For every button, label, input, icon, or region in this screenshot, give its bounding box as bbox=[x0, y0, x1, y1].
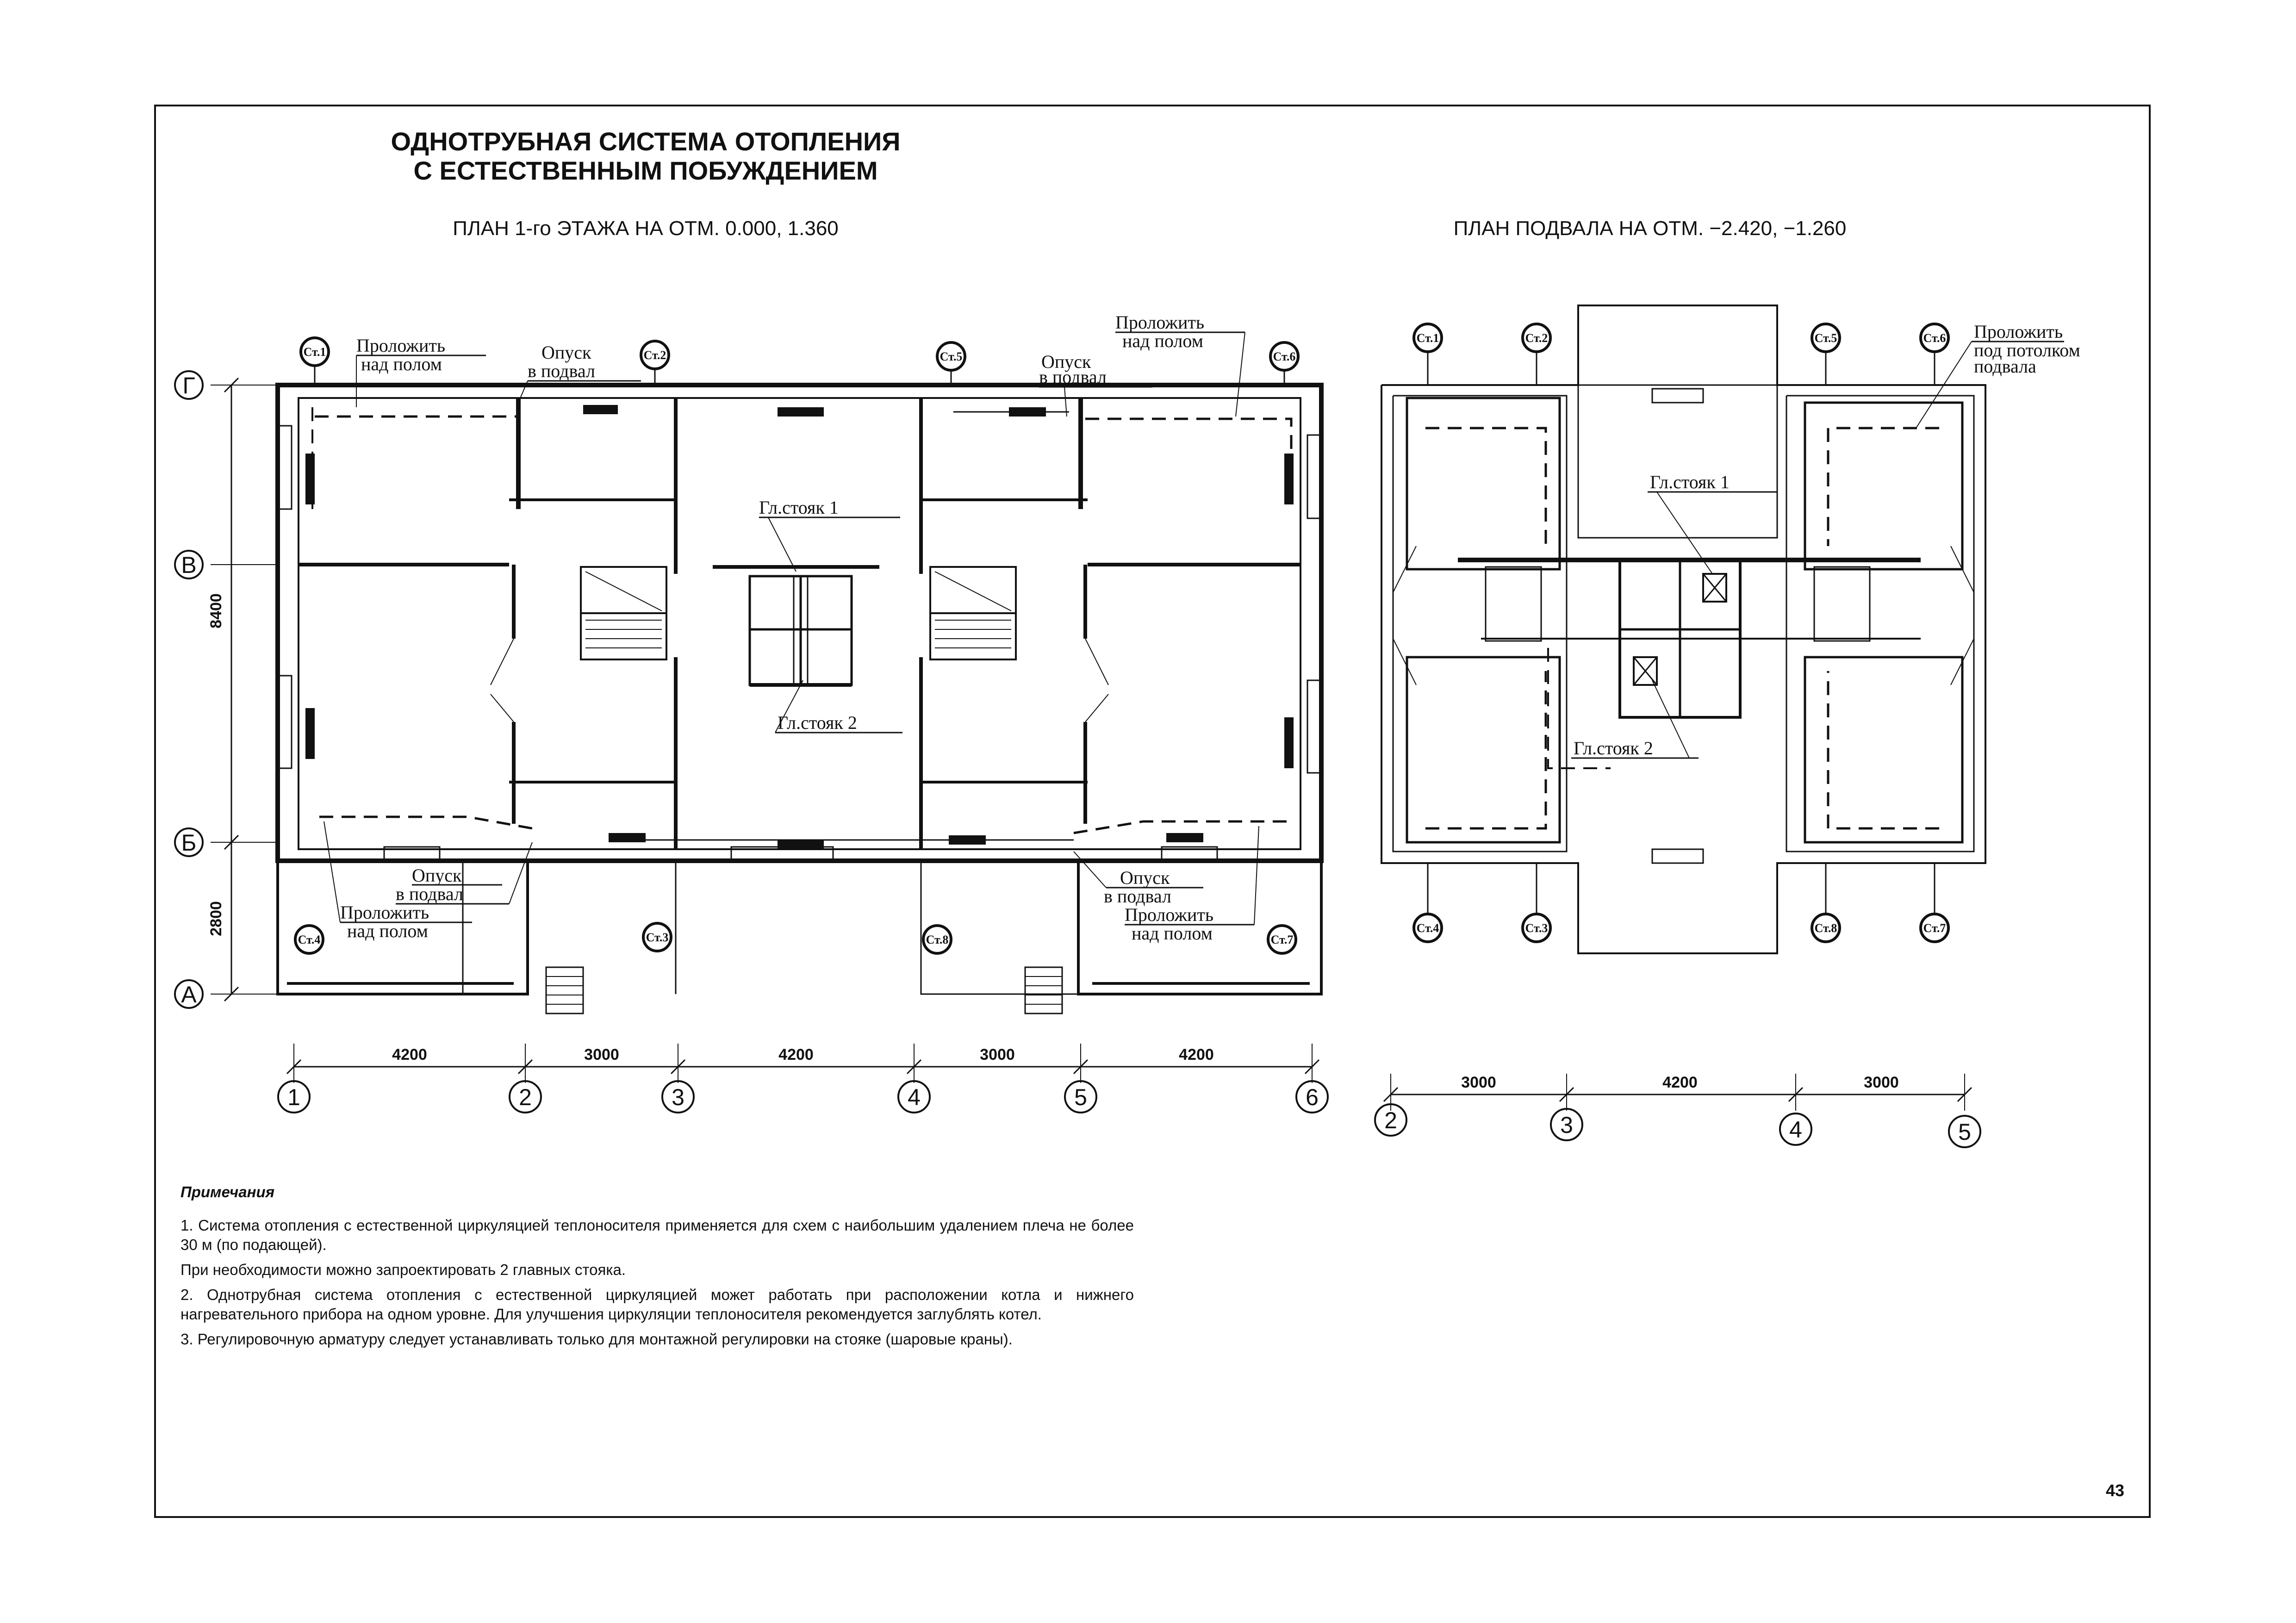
plan1-dim-5: 4200 bbox=[1179, 1046, 1214, 1063]
axis-bubble-a bbox=[174, 979, 204, 1009]
svg-text:Гл.стояк 2: Гл.стояк 2 bbox=[1574, 738, 1653, 759]
svg-text:Гл.стояк 1: Гл.стояк 1 bbox=[759, 497, 839, 518]
title-line-1: ОДНОТРУБНАЯ СИСТЕМА ОТОПЛЕНИЯ bbox=[391, 127, 900, 156]
plan1-axis-numbers: 1 2 3 4 5 6 bbox=[277, 1080, 1329, 1113]
notes-block: Примечания 1. Система отопления с естест… bbox=[180, 1182, 1134, 1355]
svg-text:3: 3 bbox=[1560, 1112, 1573, 1138]
svg-text:2: 2 bbox=[1384, 1107, 1397, 1133]
svg-text:над полом: над полом bbox=[361, 354, 442, 374]
plan1-annotations: Проложить над полом Опуск в подвал Проло… bbox=[324, 312, 1259, 944]
svg-text:В: В bbox=[181, 552, 196, 578]
svg-text:над полом: над полом bbox=[347, 920, 428, 941]
axis-bubble-v bbox=[174, 550, 204, 579]
svg-text:Проложить: Проложить bbox=[1125, 904, 1213, 925]
svg-text:Ст.7: Ст.7 bbox=[1923, 921, 1946, 935]
svg-text:Ст.4: Ст.4 bbox=[298, 933, 321, 946]
plan1-dim-1: 4200 bbox=[392, 1046, 427, 1063]
svg-text:Опуск: Опуск bbox=[1041, 351, 1091, 372]
plan2-riser-bubbles: Ст.1 Ст.2 Ст.5 Ст.6 Ст.4 Ст.3 Ст.8 Ст.7 bbox=[1412, 323, 1950, 943]
svg-text:Проложить: Проложить bbox=[340, 902, 429, 923]
plan1-dim-3: 4200 bbox=[778, 1046, 814, 1063]
svg-text:А: А bbox=[181, 982, 197, 1007]
plan1-vertical-dimensions bbox=[211, 377, 278, 1002]
plan2-drawing bbox=[1381, 305, 1986, 954]
plan1-horizontal-dimensions bbox=[286, 1044, 1320, 1083]
svg-text:под потолком: под потолком bbox=[1974, 340, 2080, 361]
svg-text:Опуск: Опуск bbox=[1120, 867, 1170, 888]
plan2-dim-3: 3000 bbox=[1864, 1074, 1899, 1091]
svg-text:Проложить: Проложить bbox=[1974, 321, 2063, 342]
svg-text:Б: Б bbox=[181, 830, 197, 856]
svg-text:Ст.4: Ст.4 bbox=[1417, 921, 1439, 935]
svg-text:4: 4 bbox=[908, 1084, 921, 1110]
svg-text:Ст.2: Ст.2 bbox=[1525, 331, 1548, 345]
svg-text:в подвал: в подвал bbox=[1104, 886, 1171, 907]
svg-text:в подвал: в подвал bbox=[1039, 367, 1107, 387]
plan1-dim-2: 3000 bbox=[584, 1046, 619, 1063]
svg-text:Проложить: Проложить bbox=[356, 335, 445, 356]
notes-header: Примечания bbox=[180, 1183, 275, 1200]
plan1-dim-2800: 2800 bbox=[207, 901, 225, 936]
svg-text:над полом: над полом bbox=[1132, 923, 1213, 944]
plan1-dim-4: 3000 bbox=[980, 1046, 1015, 1063]
svg-text:Ст.2: Ст.2 bbox=[644, 348, 666, 362]
plan1-riser-bubbles: Ст.1 Ст.2 Ст.5 Ст.6 Ст.4 Ст.3 Ст.8 Ст.7 bbox=[294, 336, 1300, 955]
svg-text:4: 4 bbox=[1789, 1117, 1802, 1143]
svg-text:подвала: подвала bbox=[1974, 356, 2036, 377]
svg-text:в подвал: в подвал bbox=[396, 883, 463, 904]
plan2-axis-numbers: 2 3 4 5 bbox=[1374, 1103, 1981, 1148]
note-3: 3. Регулировочную арматуру следует устан… bbox=[180, 1331, 1013, 1348]
svg-text:Ст.6: Ст.6 bbox=[1273, 350, 1296, 363]
svg-text:Ст.6: Ст.6 bbox=[1923, 331, 1946, 345]
plan1-drawing bbox=[275, 383, 1324, 1014]
plan2-annotations: Проложить под потолком подвала Гл.стояк … bbox=[1571, 321, 2080, 759]
plan1-dim-8400: 8400 bbox=[207, 593, 225, 628]
plan1-axis-letters: Г В Б А bbox=[174, 370, 204, 1009]
svg-text:Опуск: Опуск bbox=[412, 865, 462, 886]
svg-text:Ст.5: Ст.5 bbox=[1815, 331, 1837, 345]
note-2: 2. Однотрубная система отопления с естес… bbox=[180, 1286, 1134, 1323]
page-number: 43 bbox=[2106, 1481, 2125, 1500]
svg-text:Ст.1: Ст.1 bbox=[1417, 331, 1439, 345]
plan2-caption: ПЛАН ПОДВАЛА НА ОТМ. −2.420, −1.260 bbox=[1454, 217, 1847, 240]
note-1b: При необходимости можно запроектировать … bbox=[180, 1261, 626, 1278]
svg-text:6: 6 bbox=[1306, 1084, 1319, 1110]
svg-text:3: 3 bbox=[672, 1084, 684, 1110]
svg-text:Ст.8: Ст.8 bbox=[1815, 921, 1837, 935]
svg-text:Г: Г bbox=[182, 373, 195, 398]
svg-text:Проложить: Проложить bbox=[1115, 312, 1204, 333]
sheet-frame bbox=[154, 105, 2151, 1518]
svg-text:Ст.3: Ст.3 bbox=[1525, 921, 1548, 935]
svg-text:5: 5 bbox=[1074, 1084, 1087, 1110]
svg-text:над полом: над полом bbox=[1122, 330, 1203, 351]
plan2-dim-2: 4200 bbox=[1662, 1074, 1698, 1091]
svg-text:2: 2 bbox=[519, 1084, 532, 1110]
svg-text:Ст.3: Ст.3 bbox=[646, 931, 669, 944]
title-line-2: С ЕСТЕСТВЕННЫМ ПОБУЖДЕНИЕМ bbox=[414, 156, 878, 185]
plan2-dim-1: 3000 bbox=[1461, 1074, 1496, 1091]
axis-bubble-g bbox=[174, 370, 204, 400]
svg-text:в подвал: в подвал bbox=[528, 361, 595, 381]
svg-text:Ст.5: Ст.5 bbox=[940, 350, 963, 363]
svg-text:1: 1 bbox=[287, 1084, 300, 1110]
svg-text:Опуск: Опуск bbox=[541, 342, 591, 363]
plan1-caption: ПЛАН 1-го ЭТАЖА НА ОТМ. 0.000, 1.360 bbox=[453, 217, 839, 240]
svg-text:Ст.7: Ст.7 bbox=[1271, 933, 1294, 946]
plan2-horizontal-dimensions bbox=[1383, 1074, 1972, 1111]
svg-text:5: 5 bbox=[1958, 1119, 1971, 1145]
svg-text:Гл.стояк 1: Гл.стояк 1 bbox=[1650, 472, 1730, 492]
svg-text:Ст.8: Ст.8 bbox=[926, 933, 949, 946]
svg-text:Ст.1: Ст.1 bbox=[304, 345, 326, 359]
axis-bubble-b bbox=[174, 827, 204, 857]
svg-text:Гл.стояк 2: Гл.стояк 2 bbox=[778, 712, 857, 733]
note-1: 1. Система отопления с естественной цирк… bbox=[180, 1217, 1134, 1253]
